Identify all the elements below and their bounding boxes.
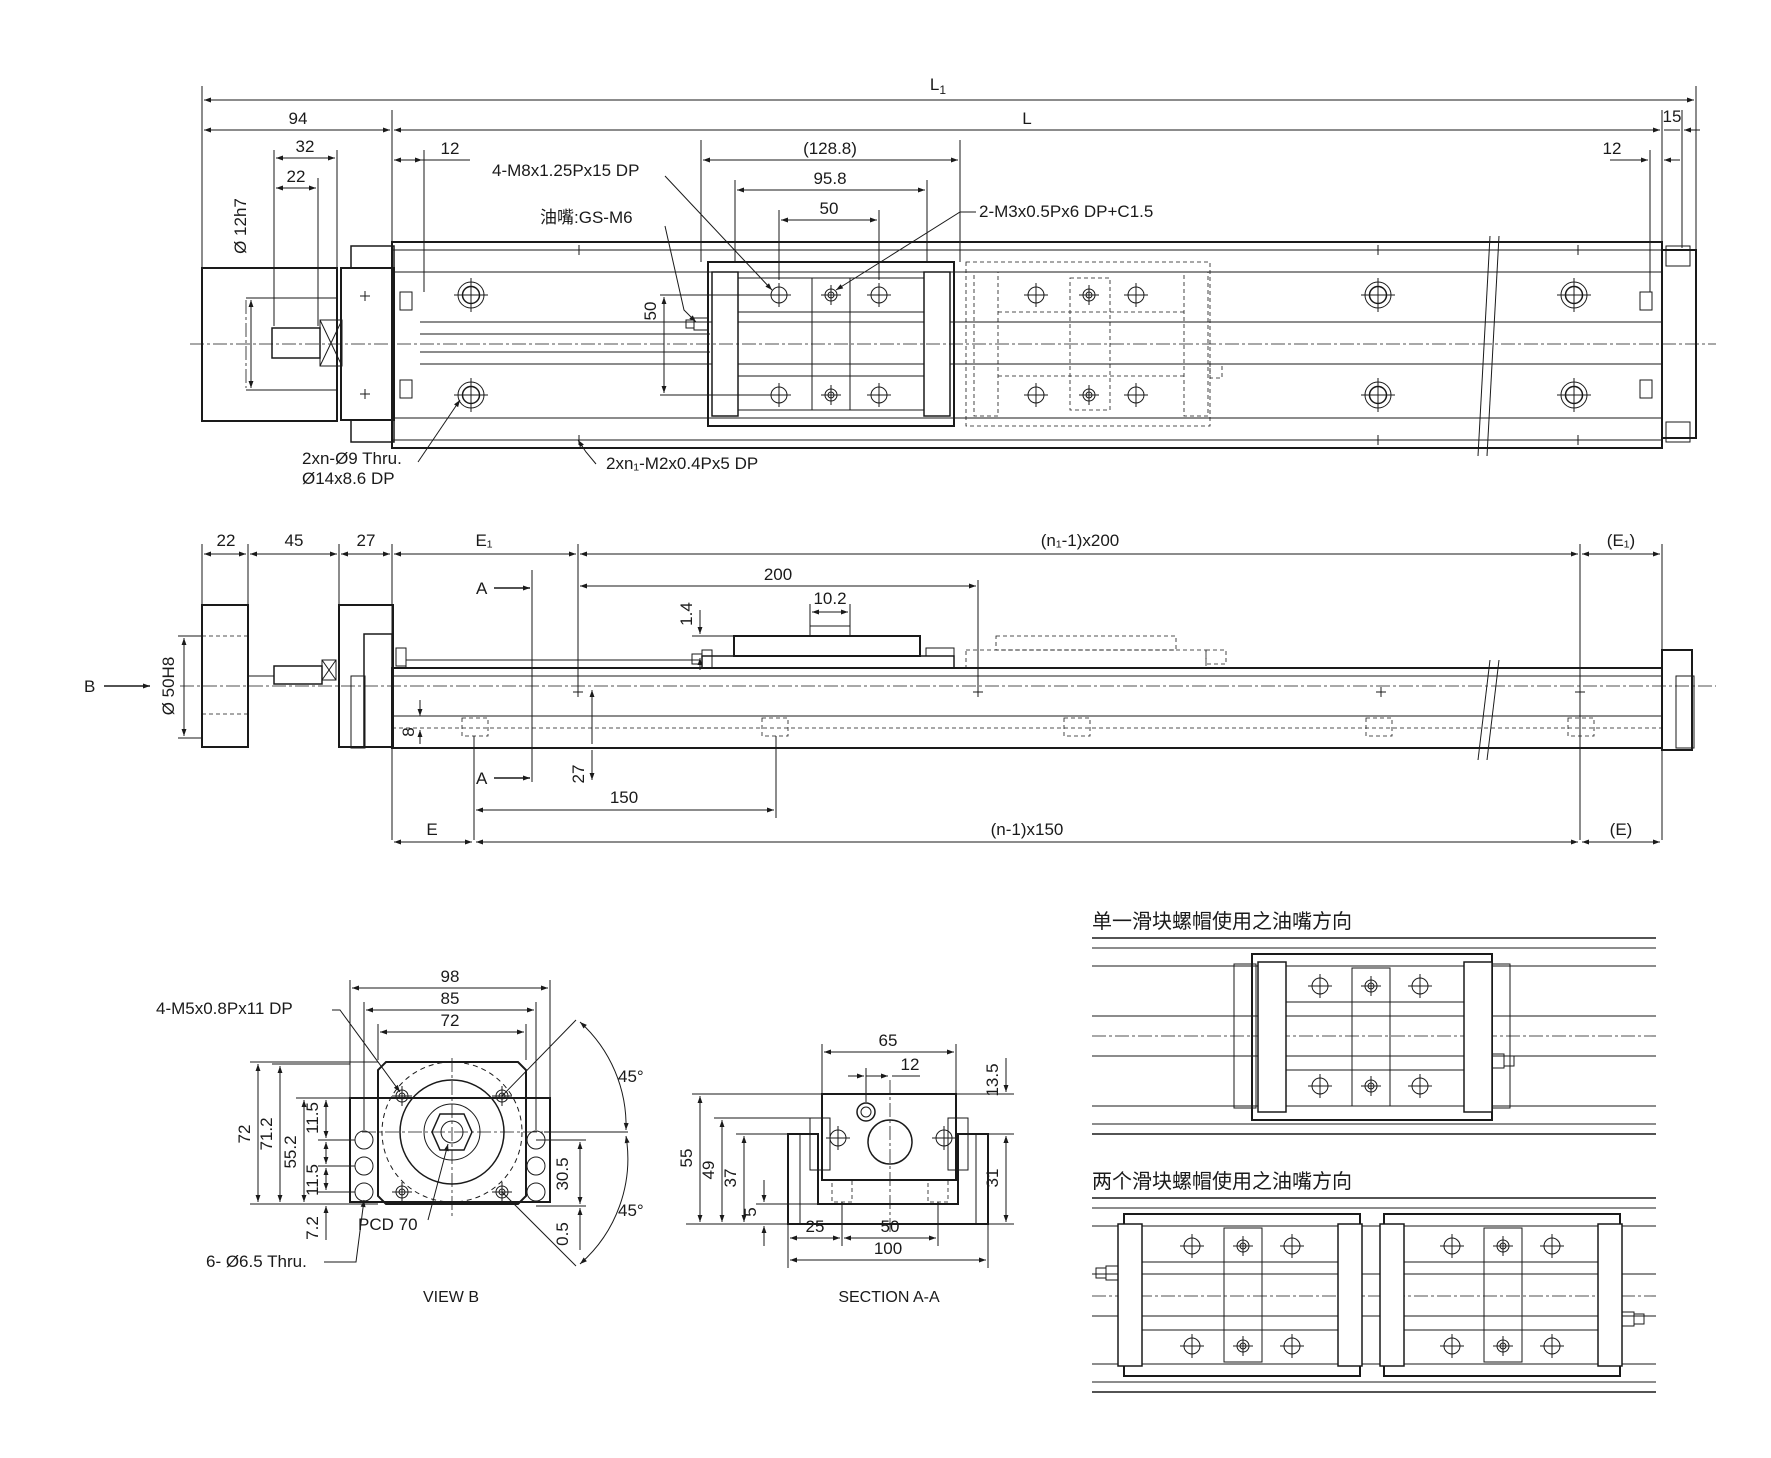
dim-h7-2: 7.2 xyxy=(303,1216,322,1240)
dim-e1: E₁ xyxy=(475,531,492,550)
dim-h0-5: 0.5 xyxy=(553,1222,572,1246)
dim-72: 72 xyxy=(441,1011,460,1030)
dim-pitch-200: (n₁-1)x200 xyxy=(1041,531,1120,550)
dim-45: 45 xyxy=(285,531,304,550)
section-a-bottom: A xyxy=(476,769,488,788)
dim-h55-2: 55.2 xyxy=(281,1135,300,1168)
section-a-a: 65 12 55 49 37 5 13.5 31 25 50 xyxy=(677,1031,1014,1306)
dim-w12: 12 xyxy=(901,1055,920,1074)
dim-200: 200 xyxy=(764,565,792,584)
single-slider-panel: 单一滑块螺帽使用之油嘴方向 xyxy=(1092,910,1656,1135)
dim-1-4: 1.4 xyxy=(677,602,696,626)
dim-h11-5-top: 11.5 xyxy=(303,1102,322,1134)
dim-shaft-dia: Ø 12h7 xyxy=(231,198,250,254)
dim-e1-paren: (E₁) xyxy=(1607,531,1635,550)
dim-50-vertical: 50 xyxy=(641,302,660,321)
dim-12-left: 12 xyxy=(441,139,460,158)
dim-h71-2: 71.2 xyxy=(257,1117,276,1150)
dim-w100: 100 xyxy=(874,1239,902,1258)
dim-angle-top: 45° xyxy=(618,1067,644,1086)
dim-bore: Ø 50H8 xyxy=(159,657,178,716)
dim-h11-5-bottom: 11.5 xyxy=(303,1164,322,1196)
dim-h37: 37 xyxy=(721,1169,740,1188)
view-b: 98 85 72 72 71.2 55.2 11.5 11.5 7.2 30.5… xyxy=(156,967,644,1306)
dim-150: 150 xyxy=(610,788,638,807)
double-slider-panel: 两个滑块螺帽使用之油嘴方向 xyxy=(1092,1170,1656,1393)
callout-thru-holes: 6- Ø6.5 Thru. xyxy=(206,1252,307,1271)
dim-h49: 49 xyxy=(699,1161,718,1180)
top-view: L1 L 15 94 32 22 12 (128.8) 95.8 50 50 1… xyxy=(190,75,1716,488)
view-b-caption: VIEW B xyxy=(423,1289,479,1306)
dim-85: 85 xyxy=(441,989,460,1008)
callout-thru-holes: 2xn-Ø9 Thru. xyxy=(302,449,402,468)
callout-side-taps: 2xn₁-M2x0.4Px5 DP xyxy=(606,454,758,473)
dim-h55: 55 xyxy=(677,1149,696,1168)
dim-e-paren: (E) xyxy=(1610,820,1633,839)
dim-h5: 5 xyxy=(741,1207,760,1216)
dim-94: 94 xyxy=(289,109,308,128)
dim-10-2: 10.2 xyxy=(813,589,846,608)
dim-50: 50 xyxy=(820,199,839,218)
dim-22: 22 xyxy=(217,531,236,550)
dim-12-right: 12 xyxy=(1603,139,1622,158)
section-caption: SECTION A-A xyxy=(838,1289,940,1306)
single-slider-title: 单一滑块螺帽使用之油嘴方向 xyxy=(1092,910,1352,933)
dim-15: 15 xyxy=(1663,107,1682,126)
dim-l1: L1 xyxy=(930,75,946,97)
dim-8: 8 xyxy=(399,727,418,736)
side-view: B A A xyxy=(84,531,1716,845)
dim-angle-bottom: 45° xyxy=(618,1201,644,1220)
dim-pitch-150: (n-1)x150 xyxy=(991,820,1064,839)
dim-h30-5: 30.5 xyxy=(553,1157,572,1190)
double-slider-title: 两个滑块螺帽使用之油嘴方向 xyxy=(1092,1170,1352,1193)
dim-128-8: (128.8) xyxy=(803,139,857,158)
dim-27: 27 xyxy=(357,531,376,550)
dim-h72: 72 xyxy=(235,1125,254,1144)
dim-98: 98 xyxy=(441,967,460,986)
view-b-marker: B xyxy=(84,677,95,696)
callout-pcd: PCD 70 xyxy=(358,1215,418,1234)
dim-e: E xyxy=(426,820,437,839)
dim-w50: 50 xyxy=(881,1217,900,1236)
callout-m5-taps: 4-M5x0.8Px11 DP xyxy=(156,999,293,1018)
callout-grease-nipple: 油嘴:GS-M6 xyxy=(540,208,633,227)
dim-95-8: 95.8 xyxy=(813,169,846,188)
callout-center-taps: 2-M3x0.5Px6 DP+C1.5 xyxy=(979,202,1153,221)
callout-block-taps: 4-M8x1.25Px15 DP xyxy=(492,161,639,180)
dim-l: L xyxy=(1022,109,1031,128)
dim-w25: 25 xyxy=(806,1217,825,1236)
dim-22: 22 xyxy=(287,167,306,186)
dim-27-vertical: 27 xyxy=(569,765,588,784)
dim-h13-5: 13.5 xyxy=(983,1063,1002,1096)
dim-32: 32 xyxy=(296,137,315,156)
section-a-top: A xyxy=(476,579,488,598)
dim-h31: 31 xyxy=(983,1169,1002,1188)
dim-w65: 65 xyxy=(879,1031,898,1050)
callout-counterbore: Ø14x8.6 DP xyxy=(302,469,395,488)
